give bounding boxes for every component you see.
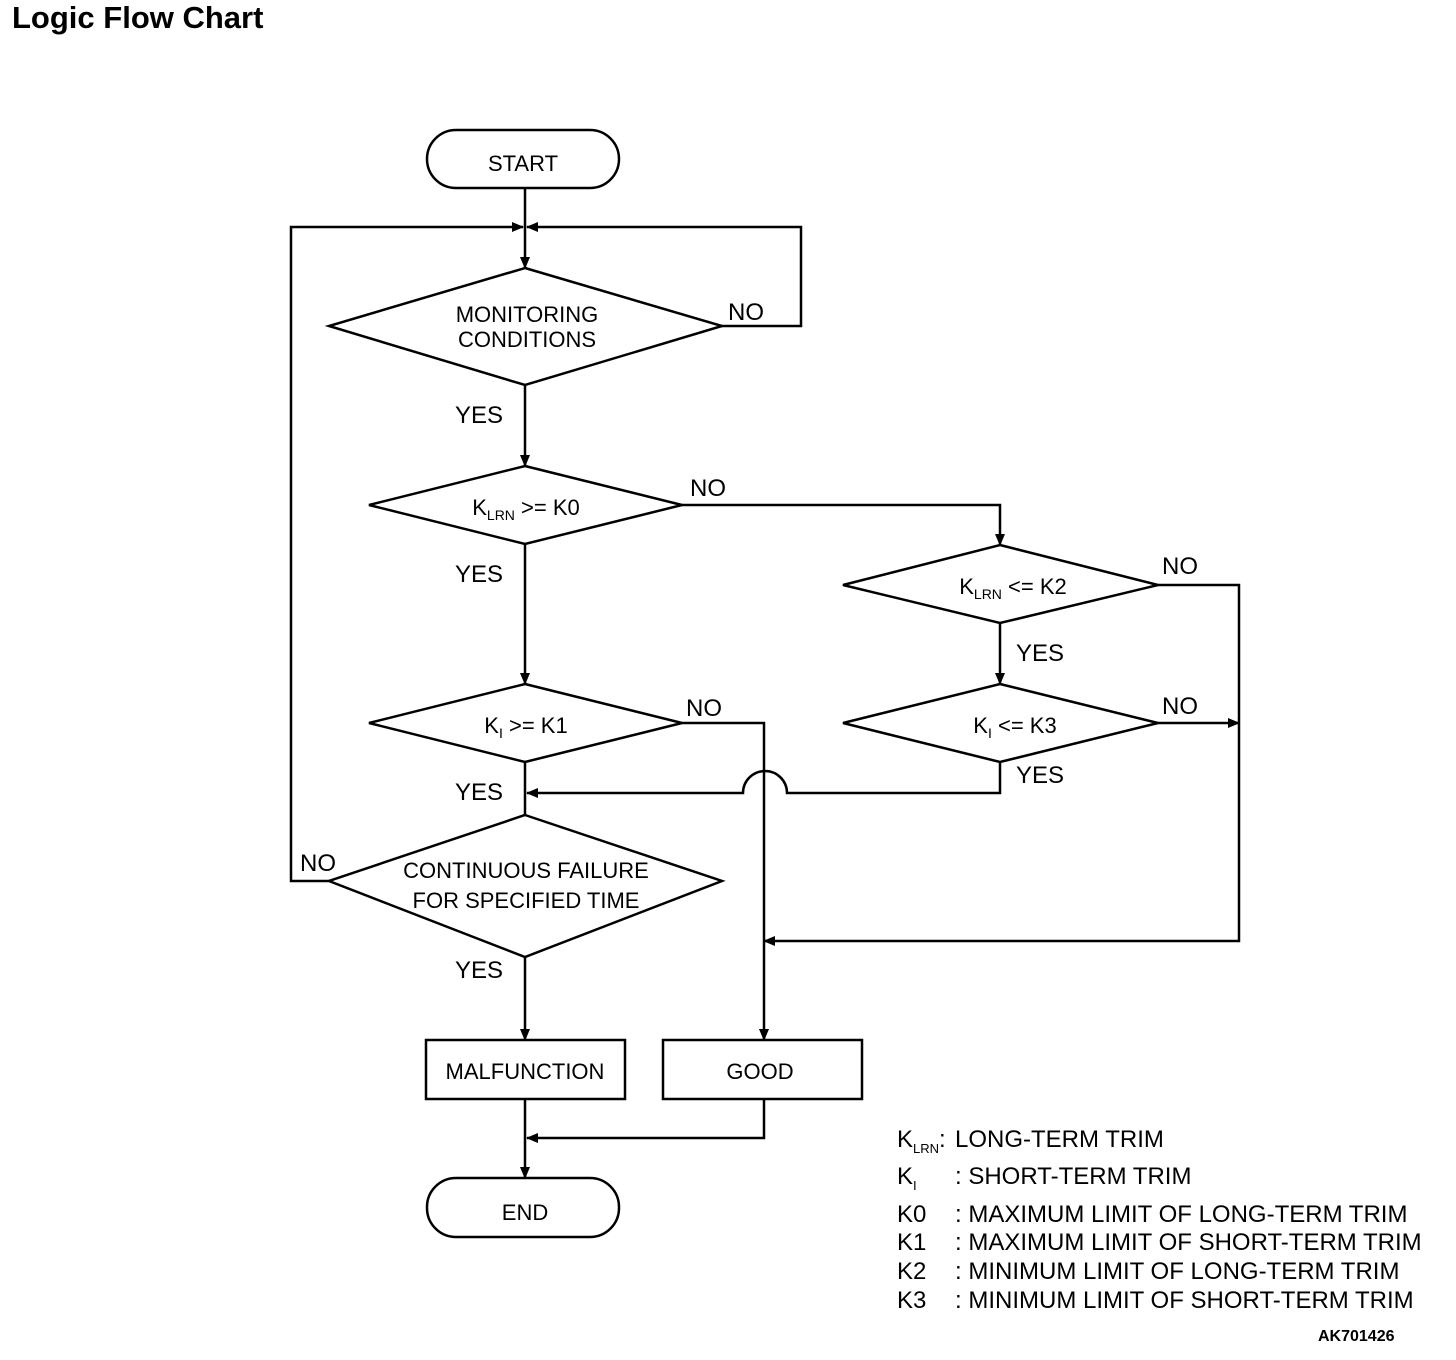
continuous-label-line1: CONTINUOUS FAILURE [403,858,649,883]
connector-klrn-k0-no [682,503,1005,546]
klrn-k2-decision [842,543,1159,625]
klrn-k2-yes-label: YES [1016,640,1064,667]
connector-ki-k3-yes [526,762,1002,798]
legend-description: : MINIMUM LIMIT OF SHORT-TERM TRIM [955,1286,1414,1314]
ki-k1-yes-label: YES [455,779,503,806]
legend-row-klrn: KLRN: LONG-TERM TRIM [897,1126,1422,1163]
klrn-k2-no-label: NO [1162,553,1198,580]
legend-description: : SHORT-TERM TRIM [955,1163,1192,1191]
klrn-k2-label: KLRN <= K2 [959,574,1067,602]
continuous-no-label: NO [300,850,336,877]
legend-row-k2: K2 : MINIMUM LIMIT OF LONG-TERM TRIM [897,1258,1422,1287]
figure-id: AK701426 [1318,1328,1395,1345]
monitoring-yes-label: YES [455,402,503,429]
end-label: END [502,1200,548,1225]
legend-description: : MAXIMUM LIMIT OF SHORT-TERM TRIM [955,1229,1422,1257]
legend-description: : MINIMUM LIMIT OF LONG-TERM TRIM [955,1257,1400,1285]
continuous-yes-label: YES [455,957,503,984]
legend-description: : MAXIMUM LIMIT OF LONG-TERM TRIM [955,1200,1408,1228]
legend-row-k3: K3 : MINIMUM LIMIT OF SHORT-TERM TRIM [897,1287,1422,1316]
start-label: START [488,151,558,176]
legend-symbol: KI [897,1163,917,1194]
monitoring-label-line1: MONITORING [456,302,599,327]
klrn-k0-no-label: NO [690,475,726,502]
legend-description: LONG-TERM TRIM [955,1126,1164,1153]
legend-row-k0: K0 : MAXIMUM LIMIT OF LONG-TERM TRIM [897,1201,1422,1230]
klrn-k0-label: KLRN >= K0 [472,495,580,523]
monitoring-label-line2: CONDITIONS [458,327,596,352]
legend-row-k1: K1 : MAXIMUM LIMIT OF SHORT-TERM TRIM [897,1229,1422,1258]
legend: KLRN: LONG-TERM TRIM KI : SHORT-TERM TRI… [897,1126,1422,1315]
monitoring-no-label: NO [728,299,764,326]
continuous-label-line2: FOR SPECIFIED TIME [413,888,640,913]
ki-k3-label: KI <= K3 [973,713,1056,741]
page-title: Logic Flow Chart [12,0,264,35]
legend-symbol: K0 [897,1200,927,1228]
legend-symbol: K3 [897,1286,927,1314]
connector-ki-k1-no [682,721,769,1041]
continuous-failure-decision [325,813,726,959]
ki-k1-label: KI >= K1 [484,713,567,741]
legend-symbol: K2 [897,1257,927,1285]
connector-klrn-k2-no [763,583,1241,946]
ki-k3-yes-label: YES [1016,762,1064,789]
connector-monitoring-no-loop [526,222,803,328]
ki-k3-no-label: NO [1162,693,1198,720]
ki-k1-no-label: NO [686,695,722,722]
connector-good-to-end [526,1099,766,1143]
connector-continuous-no-loop [289,222,524,883]
klrn-k0-yes-label: YES [455,561,503,588]
legend-row-ki: KI : SHORT-TERM TRIM [897,1163,1422,1200]
legend-symbol: KLRN: [897,1126,946,1156]
legend-symbol: K1 [897,1229,927,1257]
start-terminal [425,128,621,190]
malfunction-label: MALFUNCTION [446,1059,605,1084]
good-label: GOOD [726,1059,793,1084]
